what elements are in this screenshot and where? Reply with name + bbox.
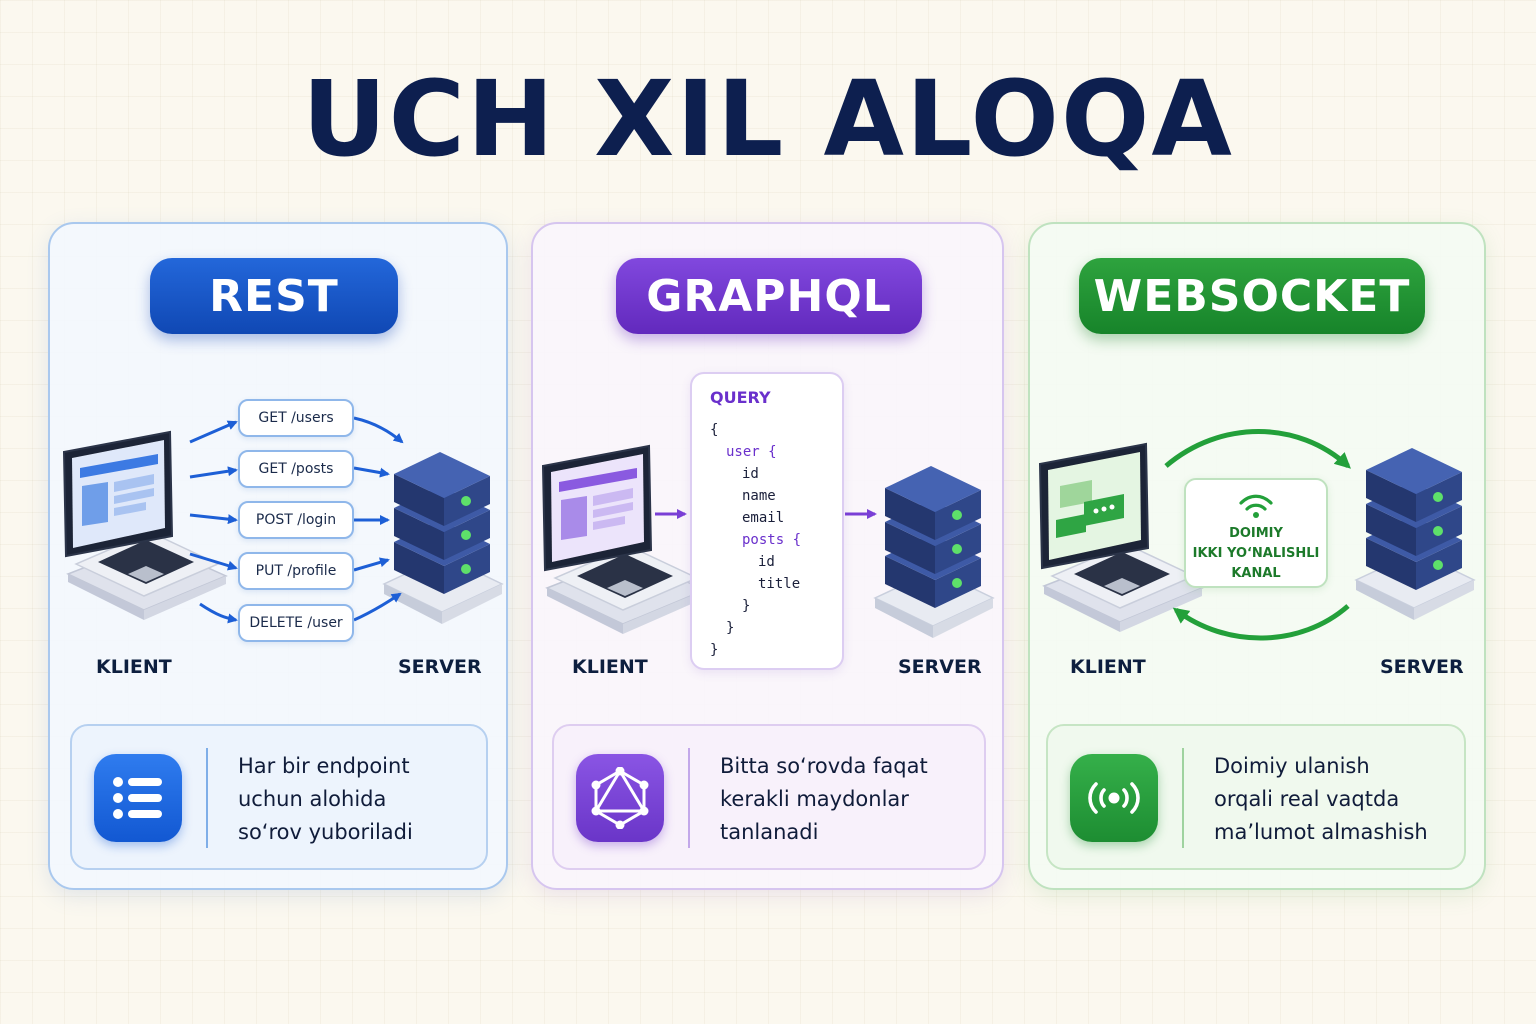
rest-description: Har bir endpoint uchun alohida so‘rov yu… xyxy=(238,754,413,844)
rest-panel: REST G xyxy=(48,222,508,890)
query-line: id xyxy=(742,466,759,482)
rest-diagram xyxy=(50,416,510,704)
request-chip: GET /posts xyxy=(238,450,354,488)
send-arrow xyxy=(1164,429,1351,469)
query-line: id xyxy=(758,554,775,570)
query-line: title xyxy=(758,576,801,592)
query-line: } xyxy=(742,598,751,614)
query-line: user { xyxy=(726,444,777,460)
server-label: SERVER xyxy=(898,656,982,678)
server-label: SERVER xyxy=(1380,656,1464,678)
response-arrow xyxy=(353,592,402,622)
websocket-diagram xyxy=(1030,429,1488,641)
divider xyxy=(688,748,690,848)
wifi-icon xyxy=(1239,494,1273,518)
query-line: } xyxy=(726,620,735,636)
request-chip: GET /users xyxy=(238,399,354,437)
request-arrow xyxy=(189,466,238,479)
query-line: posts { xyxy=(742,532,802,548)
client-label: KLIENT xyxy=(96,656,172,678)
channel-text: DOIMIY IKKI YO‘NALISHLI KANAL xyxy=(1192,526,1320,581)
request-chip: PUT /profile xyxy=(238,552,354,590)
graphql-diagram xyxy=(533,224,1006,704)
server-label: SERVER xyxy=(398,656,482,678)
graphql-description: Bitta so‘rovda faqat kerakli maydonlar t… xyxy=(720,754,928,844)
graphql-icon xyxy=(576,754,664,842)
websocket-panel: WEBSOCKET xyxy=(1028,222,1486,890)
request-arrow xyxy=(189,420,238,444)
graphql-badge: GRAPHQL xyxy=(616,258,922,334)
query-line: name xyxy=(742,488,776,504)
channel-card: DOIMIY IKKI YO‘NALISHLI KANAL xyxy=(1184,478,1328,588)
websocket-badge: WEBSOCKET xyxy=(1079,258,1425,334)
receive-arrow xyxy=(1172,604,1350,641)
graphql-description-card: Bitta so‘rovda faqat kerakli maydonlar t… xyxy=(552,724,986,870)
request-chip: DELETE /user xyxy=(238,604,354,642)
broadcast-icon xyxy=(1070,754,1158,842)
request-arrow xyxy=(189,513,238,525)
websocket-description-card: Doimiy ulanish orqali real vaqtda ma’lum… xyxy=(1046,724,1466,870)
laptop-icon xyxy=(1040,444,1202,632)
laptop-icon xyxy=(543,446,705,634)
websocket-description: Doimiy ulanish orqali real vaqtda ma’lum… xyxy=(1214,754,1428,844)
response-arrow xyxy=(353,416,404,444)
list-icon xyxy=(94,754,182,842)
divider xyxy=(1182,748,1184,848)
response-arrow xyxy=(353,466,390,478)
client-label: KLIENT xyxy=(572,656,648,678)
server-icon xyxy=(384,452,502,624)
query-line: email xyxy=(742,510,785,526)
page-title: UCH XIL ALOQA xyxy=(302,58,1234,180)
rest-description-card: Har bir endpoint uchun alohida so‘rov yu… xyxy=(70,724,488,870)
request-chip: POST /login xyxy=(238,501,354,539)
client-label: KLIENT xyxy=(1070,656,1146,678)
server-icon xyxy=(875,466,993,638)
request-arrow xyxy=(199,602,238,624)
query-card: QUERY { user { id name email posts { id … xyxy=(690,372,844,670)
request-arrow xyxy=(189,552,238,571)
graphql-panel: GRAPHQL QUERY { user { id name email xyxy=(531,222,1004,890)
query-line: { xyxy=(710,422,719,438)
divider xyxy=(206,748,208,848)
response-arrow xyxy=(353,557,390,572)
query-title: QUERY xyxy=(710,388,771,407)
query-line: } xyxy=(710,642,719,658)
server-icon xyxy=(1356,448,1474,620)
rest-badge: REST xyxy=(150,258,398,334)
laptop-icon xyxy=(64,432,226,620)
